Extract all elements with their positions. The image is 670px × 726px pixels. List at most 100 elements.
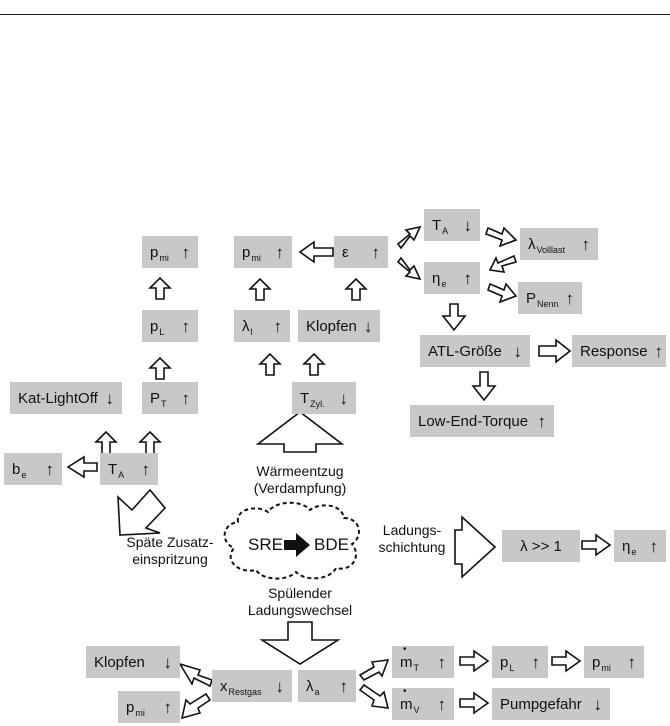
box-label: Klopfen <box>306 317 357 335</box>
arrow-indicator-icon: ↑ <box>627 652 637 672</box>
arrow-indicator-icon: ↑ <box>437 652 447 672</box>
arrow-right-mt-to-pl <box>459 649 490 673</box>
box-epsilon: ε ↑ <box>334 236 388 268</box>
arrow-indicator-icon: ↑ <box>463 268 473 288</box>
arrow-diag-lambda-to-eta <box>488 254 518 273</box>
center-label-bde: BDE <box>314 535 349 554</box>
arrow-indicator-icon: ↑ <box>437 694 447 714</box>
arrow-indicator-icon: ↓ <box>339 388 349 408</box>
arrow-big-diag-spaete <box>117 488 167 536</box>
arrow-down-eta-to-atl <box>441 303 467 332</box>
label-ladungsschichtung: Ladungs-schichtung <box>378 522 446 555</box>
center-label-sre: SRE <box>248 535 283 554</box>
arrow-indicator-icon: ↓ <box>593 694 603 714</box>
box-label: Klopfen <box>94 653 145 671</box>
box-label: Low-End-Torque <box>418 412 529 430</box>
center-solid-arrow <box>284 533 310 557</box>
box-low-end-torque: Low-End-Torque ↑ <box>410 405 554 437</box>
arrow-indicator-icon: ↓ <box>163 652 173 672</box>
box-label: ATL-Größe <box>428 342 502 360</box>
box-label: Pumpgefahr <box>500 695 582 713</box>
arrow-indicator-icon: ↑ <box>649 536 659 556</box>
arrow-indicator-icon: ↓ <box>363 316 373 336</box>
arrow-indicator-icon: ↓ <box>275 676 285 696</box>
arrow-big-up-waerme <box>255 410 345 453</box>
arrow-indicator-icon: ↑ <box>581 234 591 254</box>
arrow-up-tzyl-to-klopfen <box>302 352 326 376</box>
arrow-indicator-icon: ↓ <box>105 388 115 408</box>
arrow-diag-eta-to-pnenn <box>487 282 518 304</box>
box-klopfen-bottom: Klopfen ↓ <box>86 646 180 678</box>
arrow-indicator-icon: ↑ <box>371 242 381 262</box>
arrow-indicator-icon: ↓ <box>463 215 473 235</box>
arrow-big-down-spuelend <box>259 621 341 665</box>
arrow-diag-xrest-to-klopfen <box>178 662 214 688</box>
arrow-diag-ta-to-lambda <box>484 226 518 248</box>
arrow-diag-lambda-to-mv <box>358 683 390 709</box>
arrow-big-right-ladung <box>454 515 497 579</box>
arrow-indicator-icon: ↑ <box>181 388 191 408</box>
arrow-indicator-icon: ↑ <box>181 316 191 336</box>
arrow-indicator-icon: ↑ <box>565 288 575 308</box>
box-mdot-v: mV ↑ <box>392 686 454 720</box>
box-klopfen-mid: Klopfen ↓ <box>298 310 380 342</box>
arrow-right-lambda-to-eta <box>581 533 612 557</box>
arrow-indicator-icon: ↓ <box>513 341 523 361</box>
arrow-right-atl-to-response <box>538 338 572 364</box>
arrow-up-klopfen-to-epsilon <box>344 277 368 301</box>
arrow-indicator-icon: ↑ <box>181 242 191 262</box>
box-label: mT <box>400 644 419 673</box>
arrow-up-tzyl-to-lambdal <box>258 352 282 376</box>
box-lambda-gg-1: λ >> 1 <box>502 530 580 562</box>
label-spaete-zusatzeinspritzung: Späte Zusatz-einspritzung <box>126 534 214 567</box>
arrow-diag-xrest-to-pmi <box>180 692 212 720</box>
arrow-down-atl-to-lowend <box>471 371 497 402</box>
arrow-diag-lambda-to-mt <box>358 659 390 682</box>
arrow-up-pl-to-pmi <box>148 276 172 300</box>
arrow-indicator-icon: ↑ <box>339 676 349 696</box>
arrow-indicator-icon: ↑ <box>531 652 541 672</box>
arrow-up-pt-to-pl <box>148 356 172 380</box>
arrow-left-ta-to-be <box>66 455 98 479</box>
arrow-up-ta-to-kat <box>94 430 118 456</box>
box-label: Kat-LightOff <box>18 389 98 407</box>
box-label: Response <box>580 342 648 360</box>
arrow-indicator-icon: ↑ <box>163 697 173 717</box>
arrow-diag-epsilon-to-eta <box>396 256 422 281</box>
box-kat-lightoff: Kat-LightOff ↓ <box>10 382 122 414</box>
